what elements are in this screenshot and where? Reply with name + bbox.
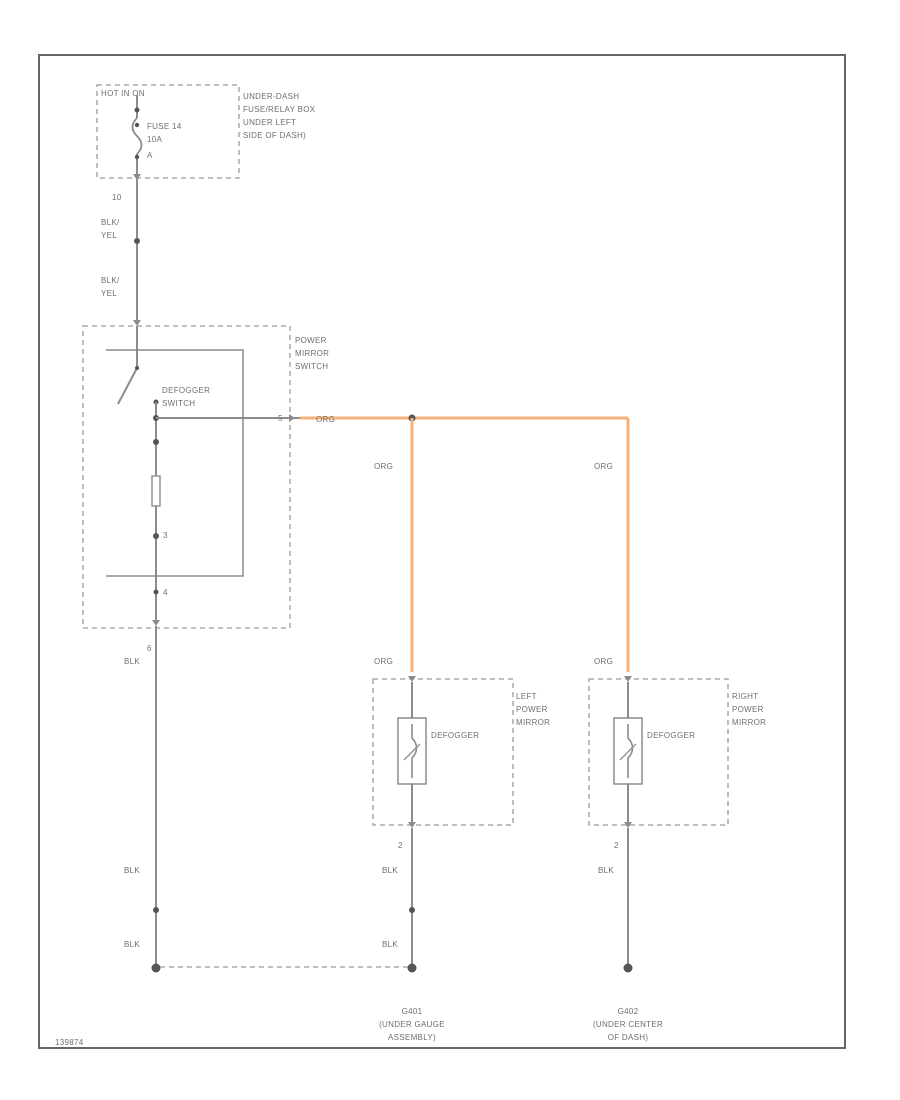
ground-g402-loc-2: OF DASH): [608, 1033, 649, 1042]
wire-label-org-left-lower: ORG: [374, 657, 393, 666]
right-mirror-label-3: MIRROR: [732, 718, 766, 727]
wire-label-org-main: ORG: [316, 415, 335, 424]
org-wires: 5 ORG ORG ORG ORG ORG: [278, 414, 630, 672]
ground-g401-loc-1: (UNDER GAUGE: [379, 1020, 445, 1029]
switch-name-1: POWER: [295, 336, 327, 345]
wire-label-blk-main-2: BLK: [124, 940, 140, 949]
indicator-element-icon: [151, 475, 161, 507]
right-power-mirror: DEFOGGER RIGHT POWER MIRROR: [588, 676, 766, 828]
right-mirror-label-2: POWER: [732, 705, 764, 714]
wire-label-blk-yel-1a: BLK/: [101, 218, 120, 227]
switch-pin-out: 5: [278, 414, 283, 423]
fuse-box: HOT IN ON FUSE 14 10A A UNDER-DASH FUSE/…: [96, 84, 316, 179]
ground-g402-loc-1: (UNDER CENTER: [593, 1020, 663, 1029]
ground-g401-loc-2: ASSEMBLY): [388, 1033, 436, 1042]
defogger-switch-contact-icon: [117, 367, 138, 405]
wire-label-org-left: ORG: [374, 462, 393, 471]
left-mirror-label-2: POWER: [516, 705, 548, 714]
left-mirror-label-3: MIRROR: [516, 718, 550, 727]
wire-label-blk-left-1: BLK: [382, 866, 398, 875]
wire-label-blk-yel-2a: BLK/: [101, 276, 120, 285]
wire-label-blk-main-1: BLK: [124, 866, 140, 875]
power-mirror-switch: POWER MIRROR SWITCH DEFOGGER SWITCH 3 4: [82, 325, 329, 629]
right-mirror-label-1: RIGHT: [732, 692, 758, 701]
left-mirror-pin-bottom: 2: [398, 841, 403, 850]
defogger-switch-label-1: DEFOGGER: [162, 386, 210, 395]
left-mirror-label-1: LEFT: [516, 692, 537, 701]
feed-wire: 10 BLK/ YEL BLK/ YEL: [101, 172, 141, 326]
right-mirror-pin-bottom: 2: [614, 841, 619, 850]
fuse-terminal: A: [147, 151, 153, 160]
ground-g402-id: G402: [618, 1007, 639, 1016]
fuse-box-location-1: UNDER-DASH: [243, 92, 299, 101]
wire-label-blk-left-2: BLK: [382, 940, 398, 949]
wire-label-blk-right: BLK: [598, 866, 614, 875]
fuse-box-location-4: SIDE OF DASH): [243, 131, 306, 140]
fuse-icon: [131, 117, 143, 155]
wire-label-org-right-lower: ORG: [594, 657, 613, 666]
wire-label-org-right: ORG: [594, 462, 613, 471]
defogger-switch-label-2: SWITCH: [162, 399, 195, 408]
pin-label-top: 10: [112, 193, 122, 202]
left-power-mirror: DEFOGGER LEFT POWER MIRROR: [372, 676, 550, 828]
switch-pin-bottom: 4: [163, 588, 168, 597]
diagram-frame: [38, 54, 846, 1049]
right-defogger-label: DEFOGGER: [647, 731, 695, 740]
diagram-id: 139874: [55, 1038, 84, 1047]
fuse-number: FUSE 14: [147, 122, 182, 131]
switch-pin-mid: 3: [163, 531, 168, 540]
fuse-rating: 10A: [147, 135, 162, 144]
wire-label-blk-switch: BLK: [124, 657, 140, 666]
ground-g401-id: G401: [402, 1007, 423, 1016]
switch-name-2: MIRROR: [295, 349, 329, 358]
fuse-box-location-2: FUSE/RELAY BOX: [243, 105, 316, 114]
fuse-box-location-3: UNDER LEFT: [243, 118, 296, 127]
wire-label-blk-yel-1b: YEL: [101, 231, 117, 240]
fuse-box-header: HOT IN ON: [101, 89, 145, 98]
left-defogger-label: DEFOGGER: [431, 731, 479, 740]
wire-label-blk-yel-2b: YEL: [101, 289, 117, 298]
switch-name-3: SWITCH: [295, 362, 328, 371]
ground-labels: G401 (UNDER GAUGE ASSEMBLY) G402 (UNDER …: [379, 1007, 663, 1042]
ground-wires: 6 BLK BLK BLK 2 BLK BLK 2 BLK: [124, 626, 633, 973]
switch-pin-ground: 6: [147, 644, 152, 653]
